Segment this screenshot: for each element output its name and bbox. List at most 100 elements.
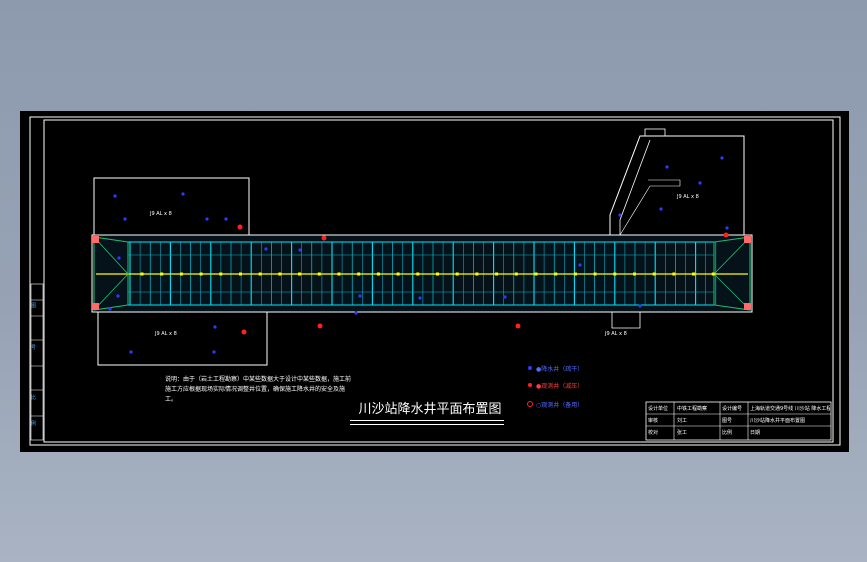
dewatering-well xyxy=(418,296,422,300)
legend-symbol-red-circle xyxy=(527,401,533,407)
zone-boundary-lower-right xyxy=(611,312,641,329)
well-point xyxy=(534,272,538,276)
dewatering-well xyxy=(503,295,507,299)
dewatering-well xyxy=(205,217,209,221)
dewatering-well xyxy=(720,156,724,160)
observation-well-red xyxy=(723,232,729,238)
zone-label: J9 AL x 8 xyxy=(677,194,699,200)
well-point xyxy=(514,272,518,276)
well-point xyxy=(692,272,696,276)
title-block-cell: 校对 xyxy=(648,430,659,436)
well-point xyxy=(278,272,282,276)
well-point xyxy=(455,272,459,276)
well-point xyxy=(711,272,715,276)
dewatering-well xyxy=(213,325,217,329)
observation-well-red xyxy=(241,329,247,335)
side-tab-label: 图 xyxy=(31,303,37,309)
title-block-cell: 审核 xyxy=(648,418,659,424)
side-tab-label: 比 xyxy=(31,395,37,401)
legend-label-observation: ●观测井（减压） xyxy=(536,383,584,390)
well-point xyxy=(554,272,558,276)
observation-well-red xyxy=(237,224,243,230)
well-point xyxy=(337,272,341,276)
well-point xyxy=(396,272,400,276)
dewatering-well xyxy=(358,294,362,298)
well-point xyxy=(573,272,577,276)
title-block-cell: 设计编号 xyxy=(722,406,743,412)
legend-symbol-blue xyxy=(528,366,532,370)
title-underline xyxy=(350,420,504,421)
well-point xyxy=(199,272,203,276)
east-end-shaft xyxy=(713,236,751,311)
well-point xyxy=(495,272,499,276)
well-point xyxy=(376,272,380,276)
legend-symbol-red xyxy=(528,383,532,387)
dewatering-well xyxy=(181,192,185,196)
title-block-cell: 刘工 xyxy=(677,418,688,424)
well-point xyxy=(613,272,617,276)
well-point xyxy=(140,272,144,276)
observation-well-red xyxy=(515,323,521,329)
dewatering-well xyxy=(212,350,216,354)
dewatering-well xyxy=(108,307,112,311)
zone-label: J9 AL x 8 xyxy=(150,211,172,217)
dewatering-well xyxy=(116,294,120,298)
title-block-cell: 张工 xyxy=(677,430,688,436)
well-point xyxy=(633,272,636,276)
title-block-cell: 比例 xyxy=(722,430,733,436)
dewatering-well xyxy=(618,213,622,217)
side-tab-label: 例 xyxy=(31,421,37,427)
well-point xyxy=(179,272,183,276)
dewatering-well xyxy=(123,217,127,221)
well-point xyxy=(652,272,656,276)
title-block-cell: 中铁工程勘察 xyxy=(677,406,708,412)
zone-wells xyxy=(108,156,729,354)
dewatering-well xyxy=(298,248,302,252)
well-point xyxy=(160,272,164,276)
zone-boundary-lower-left xyxy=(97,312,268,366)
dewatering-well xyxy=(224,217,228,221)
well-point xyxy=(475,272,479,276)
zone-label: J9 AL x 8 xyxy=(605,331,627,337)
well-point xyxy=(593,272,597,276)
drawing-title: 川沙站降水井平面布置图 xyxy=(358,402,502,417)
well-points xyxy=(140,272,715,276)
dewatering-well xyxy=(638,304,642,308)
title-block-cell: 设计单位 xyxy=(648,406,669,412)
dewatering-well xyxy=(578,263,582,267)
well-point xyxy=(258,272,262,276)
dewatering-well xyxy=(113,194,117,198)
well-point xyxy=(219,272,223,276)
drawing-note: 说明：由于（岩土工程勘察）中某些数据大于设计中某些数据，施工前施工方应根据现场实… xyxy=(165,376,352,403)
well-point xyxy=(357,272,361,276)
dewatering-well xyxy=(725,226,729,230)
outer-border xyxy=(29,116,841,446)
corner-marker xyxy=(92,303,99,310)
title-block-cell: 日期 xyxy=(750,430,761,436)
corner-marker xyxy=(744,303,751,310)
side-strip xyxy=(30,283,44,441)
well-point xyxy=(436,272,439,276)
dewatering-well xyxy=(117,256,121,260)
west-end-shaft xyxy=(93,236,129,311)
legend-label-dewatering: ●降水井（疏干） xyxy=(536,366,584,373)
zone-boundary-upper-right xyxy=(609,135,745,235)
title-underline xyxy=(350,424,504,425)
dewatering-well xyxy=(659,207,663,211)
dewatering-well xyxy=(264,247,268,251)
legend-label-spare: ○观测井（备用） xyxy=(536,402,584,409)
title-block xyxy=(645,401,832,441)
well-point xyxy=(239,272,242,276)
well-point xyxy=(416,272,420,276)
title-block-cell: 图号 xyxy=(722,418,733,424)
well-point xyxy=(317,272,321,276)
observation-well-red xyxy=(317,323,323,329)
observation-well-red xyxy=(321,235,327,241)
corner-marker xyxy=(92,236,99,243)
well-point xyxy=(672,272,676,276)
side-tab-label: 号 xyxy=(31,345,37,351)
dewatering-well xyxy=(354,311,358,315)
title-block-cell: 上海轨道交通9号线 川沙站 降水工程 xyxy=(750,406,830,412)
zone-label: J9 AL x 8 xyxy=(155,331,177,337)
